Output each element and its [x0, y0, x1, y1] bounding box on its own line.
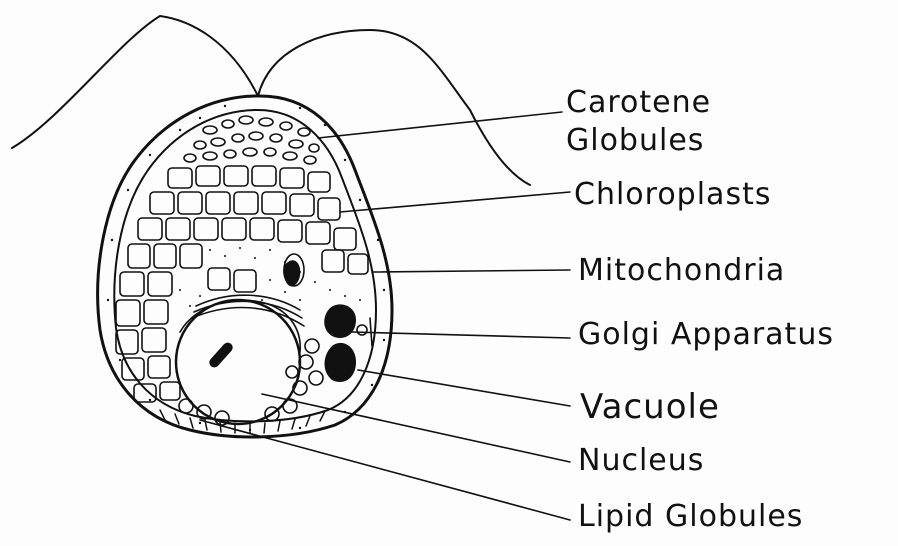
leader-lipid [200, 420, 570, 520]
leader-chloroplasts [340, 192, 570, 212]
vacuole-dark-body [325, 343, 357, 382]
label-nucleus: Nucleus [578, 444, 704, 478]
leader-carotene [318, 112, 562, 138]
label-lipid: Lipid Globules [578, 500, 803, 534]
leader-golgi [352, 332, 570, 338]
label-carotene-line2: Globules [566, 124, 704, 158]
flagellum-right [258, 30, 530, 185]
carotene-globules [184, 116, 319, 164]
label-golgi: Golgi Apparatus [578, 318, 834, 352]
flagellum-left [12, 16, 258, 148]
leader-nucleus [262, 394, 570, 462]
golgi-dark-body [324, 304, 356, 338]
label-carotene-line1: Carotene [566, 86, 711, 120]
label-mitochondria: Mitochondria [578, 254, 785, 288]
mitochondrion [283, 260, 300, 286]
nucleus [176, 300, 300, 424]
label-chloroplasts: Chloroplasts [574, 178, 771, 212]
nucleolus [207, 341, 235, 370]
leader-mitochondria [372, 270, 570, 272]
label-vacuole: Vacuole [580, 390, 720, 424]
leader-vacuole [358, 370, 570, 406]
